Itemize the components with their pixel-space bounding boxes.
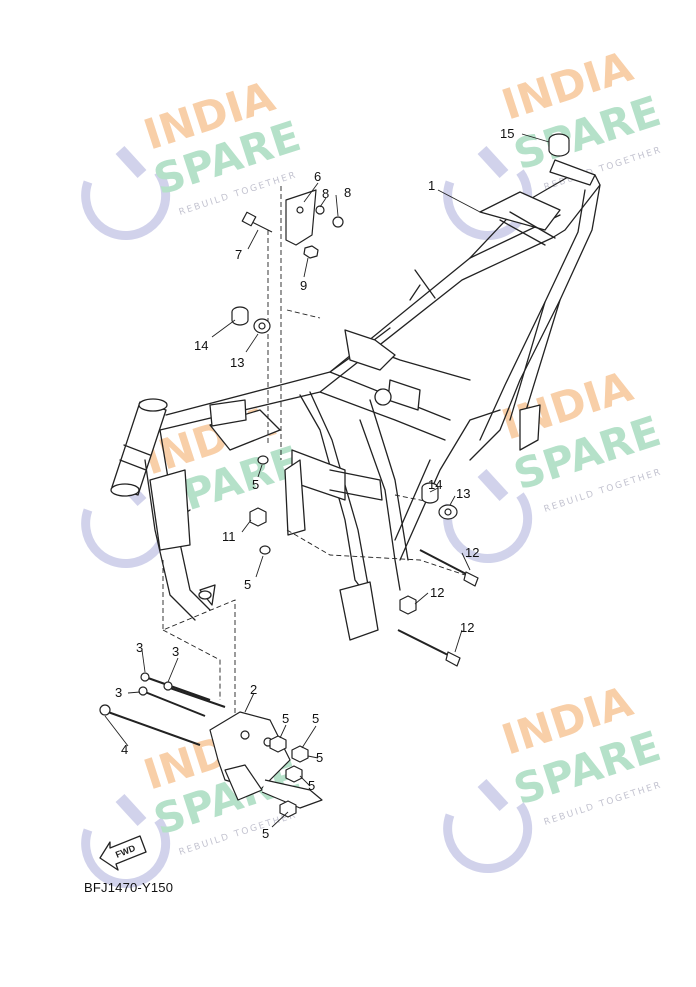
- callout-1: 1: [428, 178, 435, 193]
- main-frame: [110, 159, 601, 641]
- watermark-mid-right: INDIA SPARE REBUILD TOGETHER: [443, 361, 666, 564]
- callout-5: 5: [262, 826, 269, 841]
- diagram-code: BFJ1470-Y150: [84, 880, 174, 895]
- callout-6: 6: [314, 169, 321, 184]
- watermark-bottom-right: INDIA SPARE REBUILD TOGETHER: [443, 676, 666, 874]
- callout-2: 2: [250, 682, 257, 697]
- assembly-guide-lines: [162, 186, 466, 720]
- callout-7: 7: [235, 247, 242, 262]
- watermark-wrench-icon: [443, 468, 533, 564]
- callout-4: 4: [121, 742, 128, 757]
- callout-10: 12: [465, 545, 479, 560]
- callout-12: 13: [230, 355, 244, 370]
- callout-3: 3: [136, 640, 143, 655]
- callout-5: 5: [252, 477, 259, 492]
- callout-14: 12: [430, 585, 444, 600]
- callout-8: 8: [344, 185, 351, 200]
- small-parts: [99, 133, 570, 818]
- leader-lines: [104, 133, 550, 828]
- callout-12: 13: [456, 486, 470, 501]
- callout-5: 5: [308, 778, 315, 793]
- callout-3: 3: [115, 685, 122, 700]
- forward-direction-icon: FWD: [99, 835, 147, 871]
- watermark-wrench-icon: [443, 145, 533, 241]
- callout-8: 8: [322, 186, 329, 201]
- callout-15: 15: [500, 126, 514, 141]
- callout-5: 5: [312, 711, 319, 726]
- callout-5: 5: [244, 577, 251, 592]
- watermark-top-left: INDIA SPARE REBUILD TOGETHER: [81, 71, 306, 241]
- watermark-wrench-icon: [81, 793, 171, 889]
- watermark-wrench-icon: [81, 145, 171, 241]
- callout-11: 12: [460, 620, 474, 635]
- callout-13: 14: [428, 477, 442, 492]
- watermark-wrench-icon: [443, 778, 533, 874]
- callout-5: 5: [316, 750, 323, 765]
- callout-13: 14: [194, 338, 208, 353]
- callout-9: 9: [300, 278, 307, 293]
- callout-3: 3: [172, 644, 179, 659]
- callout-5: 5: [282, 711, 289, 726]
- callout-14: 11: [222, 529, 236, 544]
- callout-labels: 15 1 6 8 8 7 9 14 13 5 14 13 11 5 12 12 …: [115, 126, 514, 841]
